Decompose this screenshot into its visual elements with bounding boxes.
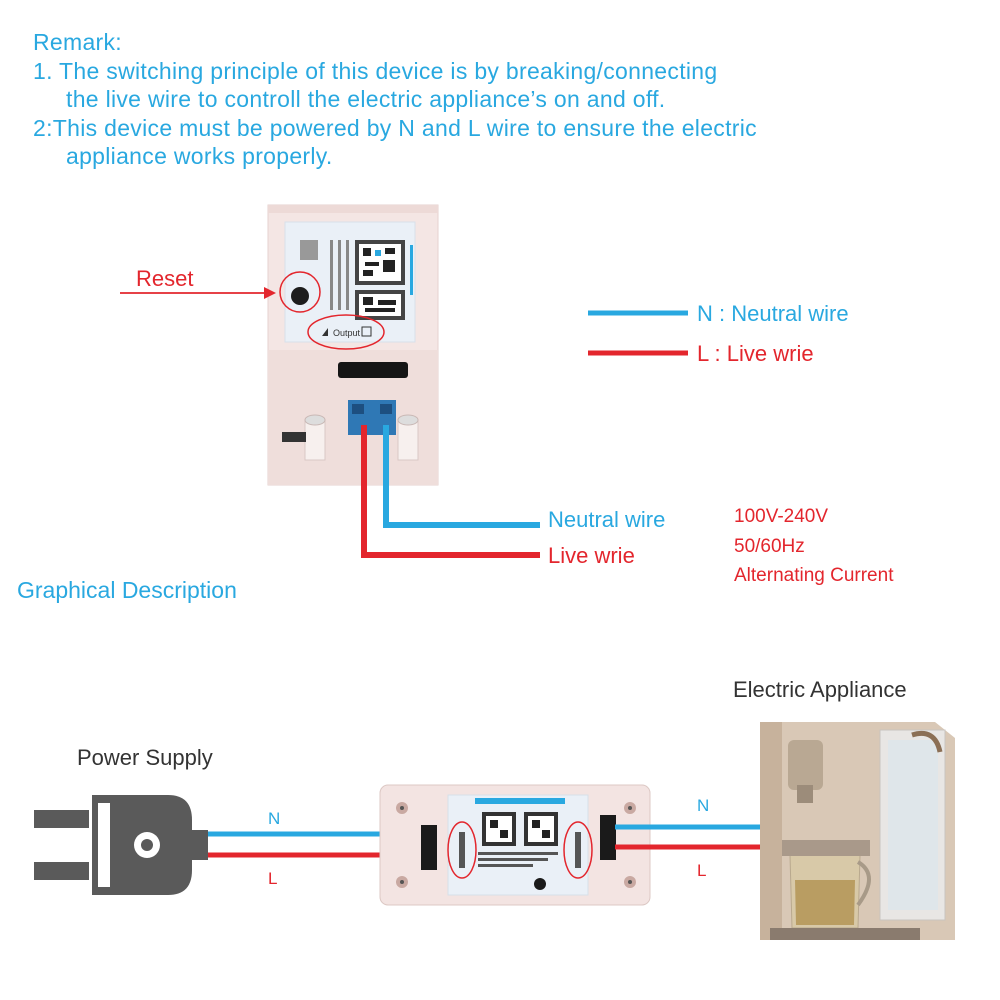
remark-line-1b: the live wire to controll the electric a… [66,86,666,112]
neutral-wire-label: Neutral wire [548,507,665,532]
output-label: Output [333,328,361,338]
live-wire [361,425,540,558]
neutral-wire [383,425,540,528]
smart-switch-device [379,784,651,906]
right-l-label: L [697,861,706,880]
section-title: Graphical Description [17,577,237,603]
spec-voltage: 100V-240V [734,506,828,527]
power-supply-label: Power Supply [77,745,213,770]
right-n-label: N [697,796,709,815]
switch-device-closeup: Output [267,204,439,486]
electric-appliance-label: Electric Appliance [733,677,907,702]
left-n-label: N [268,809,280,828]
power-plug-icon [34,795,208,895]
arrow-right-icon [264,287,276,299]
qr-code-icon [482,812,558,846]
legend-live-label: L : Live wrie [697,341,814,366]
qr-code-icon [355,240,405,320]
reset-label: Reset [136,266,193,291]
spec-current-type: Alternating Current [734,565,894,586]
remark-line-2: 2:This device must be powered by N and L… [33,114,757,141]
remark-line-1: 1. The switching principle of this devic… [33,57,718,84]
reset-button-icon [534,878,546,890]
remark-line-2b: appliance works properly. [66,143,333,169]
legend-neutral-label: N : Neutral wire [697,301,849,326]
top-wiring-diagram: Output Reset N : Neutral wire L : Live w… [17,204,894,603]
bottom-wiring-diagram: Power Supply Electric Appliance N L [34,677,955,940]
spec-frequency: 50/60Hz [734,536,805,557]
live-wire-label: Live wrie [548,543,635,568]
remark-title: Remark: [33,29,123,55]
remark-block: Remark: 1. The switching principle of th… [33,28,757,171]
reset-button-icon [291,287,309,305]
left-l-label: L [268,869,277,888]
water-dispenser-icon [760,722,955,940]
